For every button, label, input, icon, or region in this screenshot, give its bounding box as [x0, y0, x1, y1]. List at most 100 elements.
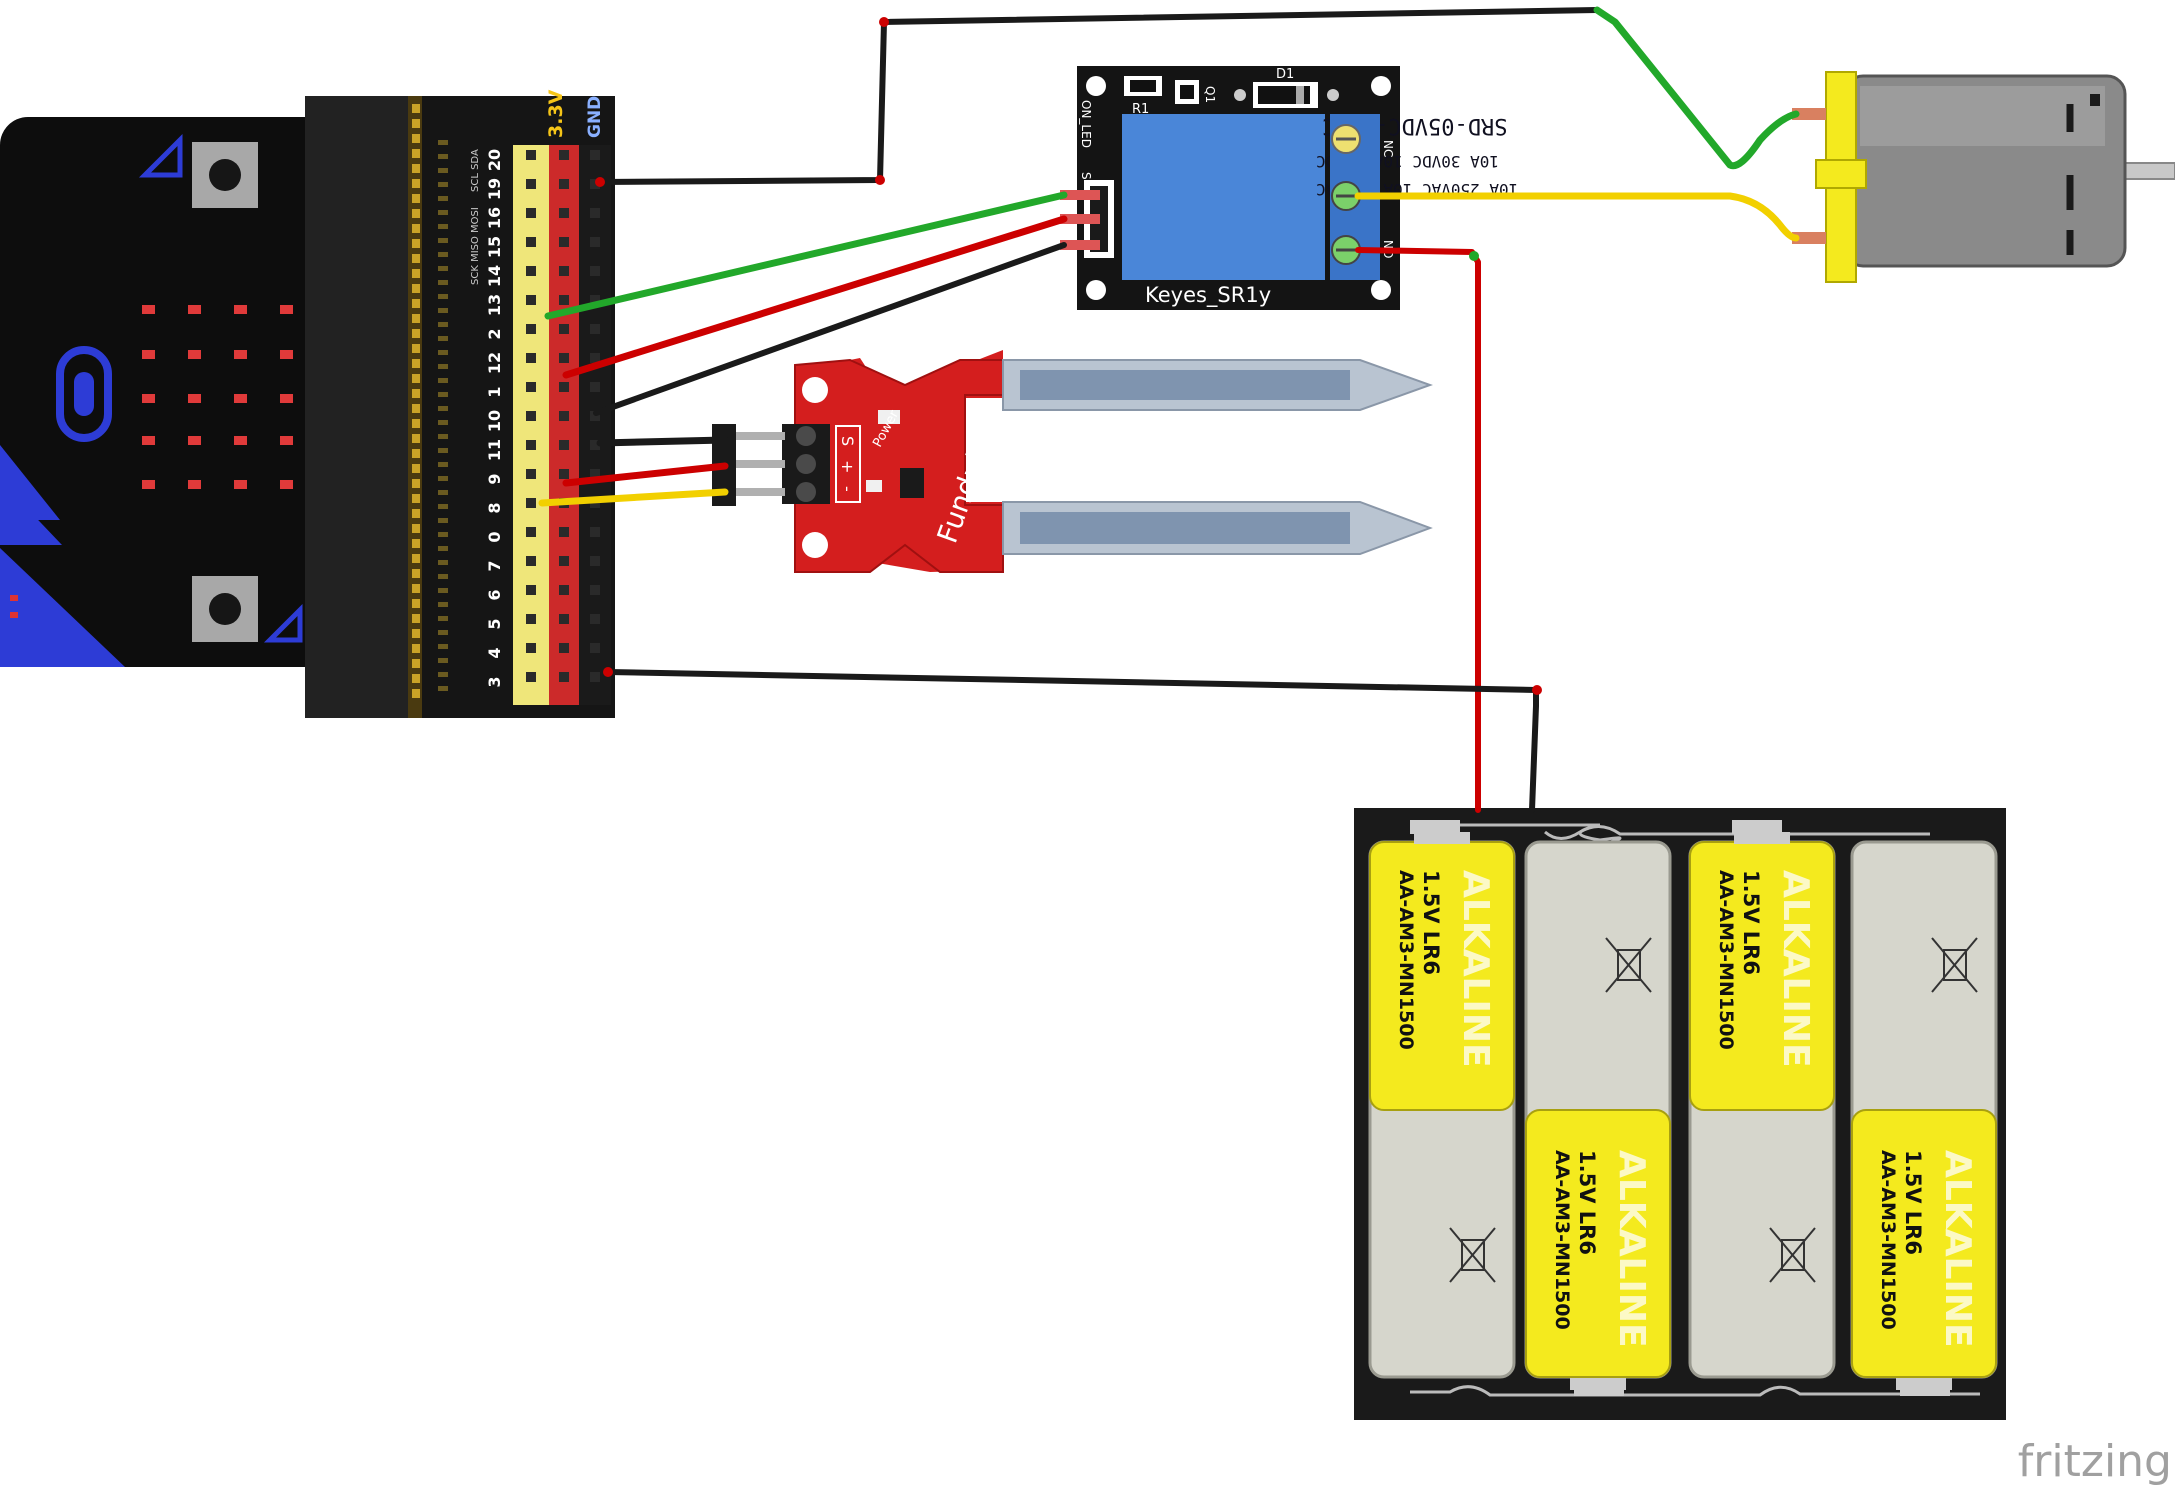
header-pin[interactable]	[590, 614, 600, 624]
header-pin[interactable]	[526, 382, 536, 392]
header-pin[interactable]	[526, 324, 536, 334]
edge-pad	[412, 494, 420, 503]
header-pin[interactable]	[559, 440, 569, 450]
header-pin[interactable]	[526, 353, 536, 363]
edge-pad	[412, 149, 420, 158]
battery-type-label: AA-AM3-MN1500	[1877, 1150, 1899, 1330]
header-pin[interactable]	[590, 266, 600, 276]
relay-terminal-nc[interactable]	[1331, 124, 1361, 154]
edge-pad	[412, 254, 420, 263]
edge-pad	[412, 194, 420, 203]
header-pin[interactable]	[559, 382, 569, 392]
edge-pad	[412, 209, 420, 218]
relay-name-label: Keyes_SR1y	[1145, 283, 1271, 308]
d1-label: D1	[1276, 67, 1294, 82]
header-pin[interactable]	[559, 614, 569, 624]
header-pin[interactable]	[559, 150, 569, 160]
header-pin[interactable]	[526, 411, 536, 421]
header-pin[interactable]	[559, 527, 569, 537]
header-pin[interactable]	[590, 150, 600, 160]
edge-pad	[412, 164, 420, 173]
edge-pad	[412, 239, 420, 248]
header-pin[interactable]	[590, 469, 600, 479]
header-pin[interactable]	[526, 440, 536, 450]
header-pin[interactable]	[590, 208, 600, 218]
pin-number-label: 16	[485, 207, 504, 229]
led	[142, 305, 155, 314]
header-pin[interactable]	[526, 498, 536, 508]
led	[280, 305, 293, 314]
header-pin[interactable]	[526, 266, 536, 276]
header-pin[interactable]	[590, 672, 600, 682]
header-pin[interactable]	[526, 556, 536, 566]
s-pin-label: S	[1079, 172, 1093, 180]
header-pin[interactable]	[526, 469, 536, 479]
header-pin[interactable]	[559, 295, 569, 305]
header-pin[interactable]	[559, 643, 569, 653]
led	[142, 350, 155, 359]
pin-number-label: 9	[485, 473, 504, 484]
edge-pad	[412, 509, 420, 518]
header-pin[interactable]	[526, 614, 536, 624]
header-pin[interactable]	[559, 411, 569, 421]
header-pin[interactable]	[590, 527, 600, 537]
header-pin[interactable]	[590, 556, 600, 566]
header-pin[interactable]	[526, 527, 536, 537]
edge-pad	[412, 689, 420, 698]
header-pin[interactable]	[526, 585, 536, 595]
header-pin[interactable]	[590, 179, 600, 189]
button-b[interactable]	[192, 576, 258, 642]
edge-pad	[412, 284, 420, 293]
header-pin[interactable]	[559, 672, 569, 682]
battery-voltage-label: 1.5V LR6	[1419, 870, 1443, 975]
wire-sensor-vcc-red	[562, 462, 729, 487]
header-pins	[526, 150, 600, 682]
header-pin[interactable]	[526, 179, 536, 189]
header-pin[interactable]	[559, 556, 569, 566]
battery-brand-label: ALKALINE	[1455, 870, 1496, 1068]
edge-pad	[412, 449, 420, 458]
header-pin[interactable]	[559, 266, 569, 276]
pin-number-label: 10	[485, 410, 504, 432]
header-pin[interactable]	[526, 150, 536, 160]
relay-module: SRD-05VDC-SL-C 10A 250VAC 10A 125VAC 10A…	[1060, 66, 1518, 310]
header-pin[interactable]	[590, 295, 600, 305]
led	[280, 394, 293, 403]
pin-number-label: 3	[485, 676, 504, 687]
header-pin[interactable]	[526, 672, 536, 682]
header-pin[interactable]	[590, 382, 600, 392]
header-pin[interactable]	[526, 295, 536, 305]
edge-pad	[412, 644, 420, 653]
header-pin[interactable]	[590, 411, 600, 421]
header-pin[interactable]	[559, 353, 569, 363]
header-pin[interactable]	[590, 440, 600, 450]
sensor-mount-hole	[802, 377, 828, 403]
header-pin[interactable]	[559, 324, 569, 334]
header-pin[interactable]	[590, 324, 600, 334]
led	[188, 350, 201, 359]
led	[234, 350, 247, 359]
header-pin[interactable]	[590, 585, 600, 595]
header-pin[interactable]	[559, 208, 569, 218]
edge-pad	[412, 224, 420, 233]
i2c-pins-label: SCL SDA	[470, 149, 481, 192]
header-pin[interactable]	[590, 643, 600, 653]
edge-pad	[412, 569, 420, 578]
edge-pad	[412, 329, 420, 338]
battery-voltage-label: 1.5V LR6	[1739, 870, 1763, 975]
edge-pad	[412, 299, 420, 308]
header-pin[interactable]	[559, 585, 569, 595]
header-pin[interactable]	[590, 237, 600, 247]
header-pin[interactable]	[559, 179, 569, 189]
header-pin[interactable]	[559, 237, 569, 247]
header-pin[interactable]	[526, 208, 536, 218]
header-pin[interactable]	[590, 353, 600, 363]
header-pin[interactable]	[526, 643, 536, 653]
header-pin[interactable]	[559, 469, 569, 479]
header-pin[interactable]	[526, 237, 536, 247]
led	[142, 436, 155, 445]
button-a[interactable]	[192, 142, 258, 208]
recycle-bin-icon	[1449, 1227, 1496, 1283]
pin-number-label: 20	[485, 149, 504, 171]
